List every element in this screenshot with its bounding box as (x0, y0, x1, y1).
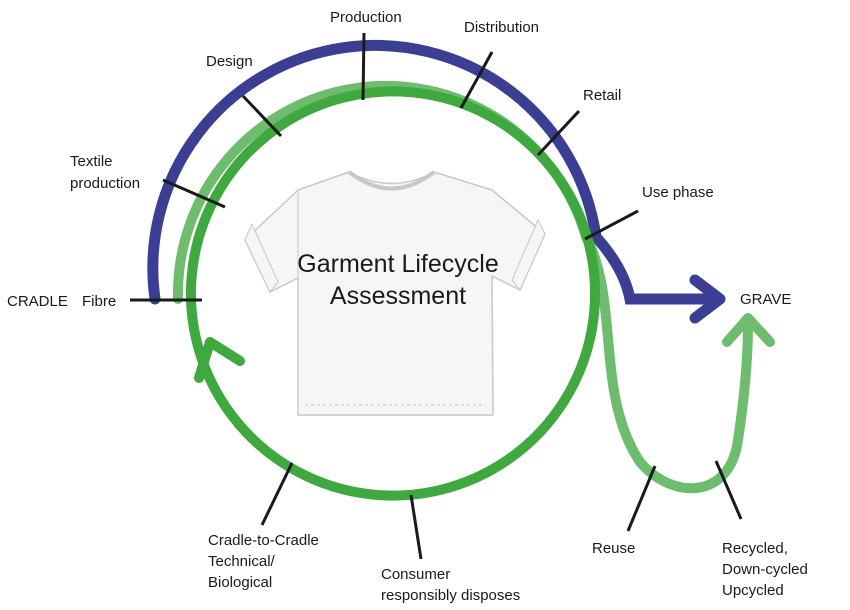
label-grave: GRAVE (740, 291, 791, 308)
tick-consumer (409, 494, 423, 560)
label-design: Design (206, 53, 253, 70)
tick-c2c (260, 462, 294, 526)
grave-arrow-icon (689, 274, 726, 324)
tshirt-sleeve-band-left (244, 222, 279, 293)
tshirt-icon (244, 170, 546, 416)
label-retail: Retail (583, 87, 621, 104)
label-c2c-line1: Cradle-to-Cradle (208, 532, 319, 549)
recycle-arrow-icon (722, 313, 775, 347)
label-consumer-line2: responsibly disposes (381, 587, 520, 604)
tick-recycled (714, 460, 743, 520)
tick-textile (162, 178, 226, 209)
label-cradle: CRADLE (7, 293, 68, 310)
cradle-to-cradle-arrow-icon (194, 337, 245, 383)
tshirt-collar (347, 170, 436, 191)
label-distribution: Distribution (464, 19, 539, 36)
cradle-to-grave-path (147, 39, 722, 305)
label-recycled-line1: Recycled, (722, 540, 788, 557)
diagram-title-line2: Assessment (330, 282, 466, 310)
label-production: Production (330, 9, 402, 26)
tick-distribution (459, 51, 494, 109)
tick-retail (536, 109, 581, 157)
label-consumer-line1: Consumer (381, 566, 450, 583)
tshirt-sleeve-band-right (511, 218, 546, 291)
label-recycled-line2: Down-cycled (722, 561, 808, 578)
label-use-phase: Use phase (642, 184, 714, 201)
label-c2c-line3: Biological (208, 574, 272, 591)
label-reuse: Reuse (592, 540, 635, 557)
tick-design (241, 94, 283, 138)
label-recycled-line3: Upcycled (722, 582, 784, 599)
label-fibre: Fibre (82, 293, 116, 310)
label-c2c-line2: Technical/ (208, 553, 276, 570)
tick-reuse (626, 465, 657, 532)
label-textile-line1: Textile (70, 153, 113, 170)
label-textile-line2: production (70, 175, 140, 192)
diagram-title-line1: Garment Lifecycle (297, 250, 498, 278)
tick-use-phase (584, 209, 639, 241)
tick-production (361, 32, 366, 101)
